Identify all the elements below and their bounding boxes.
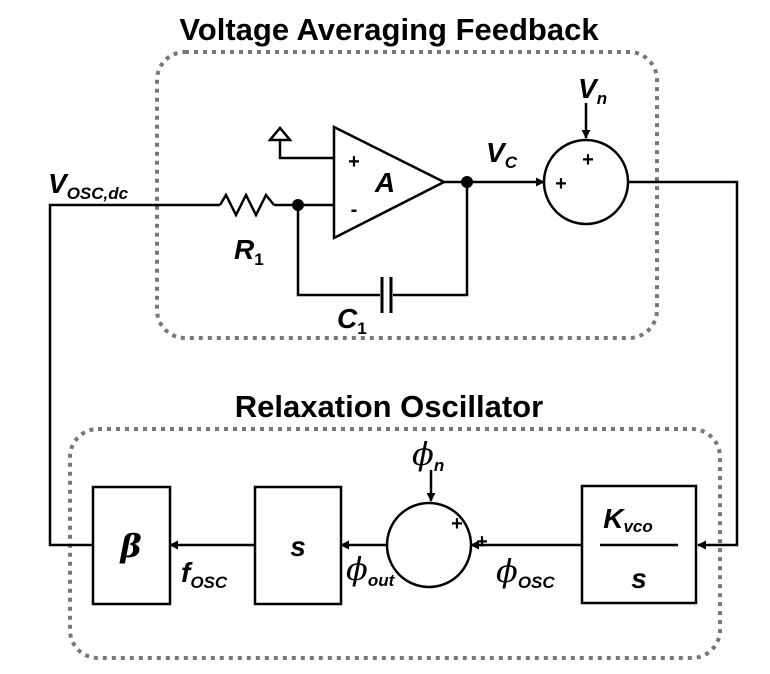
- s-block: [253, 485, 343, 606]
- op-amp-a: [332, 124, 447, 241]
- vosc-dc-label: VOSC,dc: [48, 168, 129, 203]
- plus-input-wire: [278, 140, 334, 160]
- summer-bottom-plus-top: +: [451, 513, 463, 535]
- phi-osc-label: ϕOSC: [496, 552, 555, 592]
- title-relaxation-oscillator: Relaxation Oscillator: [235, 389, 543, 424]
- resistor-r1: [218, 192, 275, 218]
- c1-label: C1: [337, 303, 367, 338]
- beta-label: β: [119, 527, 141, 565]
- phi-out-label: ϕout: [346, 550, 396, 590]
- ground-symbol-icon: [267, 126, 293, 142]
- vosc-dc-wire: [48, 203, 220, 547]
- beta-block: [91, 485, 172, 606]
- relaxation-oscillator-group: [68, 427, 722, 660]
- kvco-numerator: Kvco: [603, 503, 653, 536]
- op-amp-label: A: [374, 167, 395, 198]
- op-amp-plus-sign: +: [348, 151, 360, 173]
- title-voltage-averaging-feedback: Voltage Averaging Feedback: [179, 12, 599, 47]
- summer-bottom-plus-right: +: [476, 531, 488, 553]
- voltage-averaging-feedback-group: [155, 50, 659, 340]
- kvco-denominator: s: [631, 563, 647, 594]
- summer-top-plus-left: +: [555, 173, 567, 195]
- s-block-label: s: [290, 531, 306, 562]
- f-osc-label: fOSC: [181, 557, 228, 592]
- op-amp-minus-sign: -: [351, 199, 358, 221]
- summer-to-kvco-wire: [628, 180, 739, 550]
- cap-right-wire: [393, 182, 469, 297]
- vn-label: Vn: [578, 73, 607, 108]
- cap-left-wire: [296, 205, 380, 297]
- phi-n-label: ϕn: [412, 435, 444, 475]
- summer-top-plus-top: +: [582, 149, 594, 171]
- vc-label: VC: [486, 137, 518, 172]
- r1-label: R1: [234, 234, 264, 269]
